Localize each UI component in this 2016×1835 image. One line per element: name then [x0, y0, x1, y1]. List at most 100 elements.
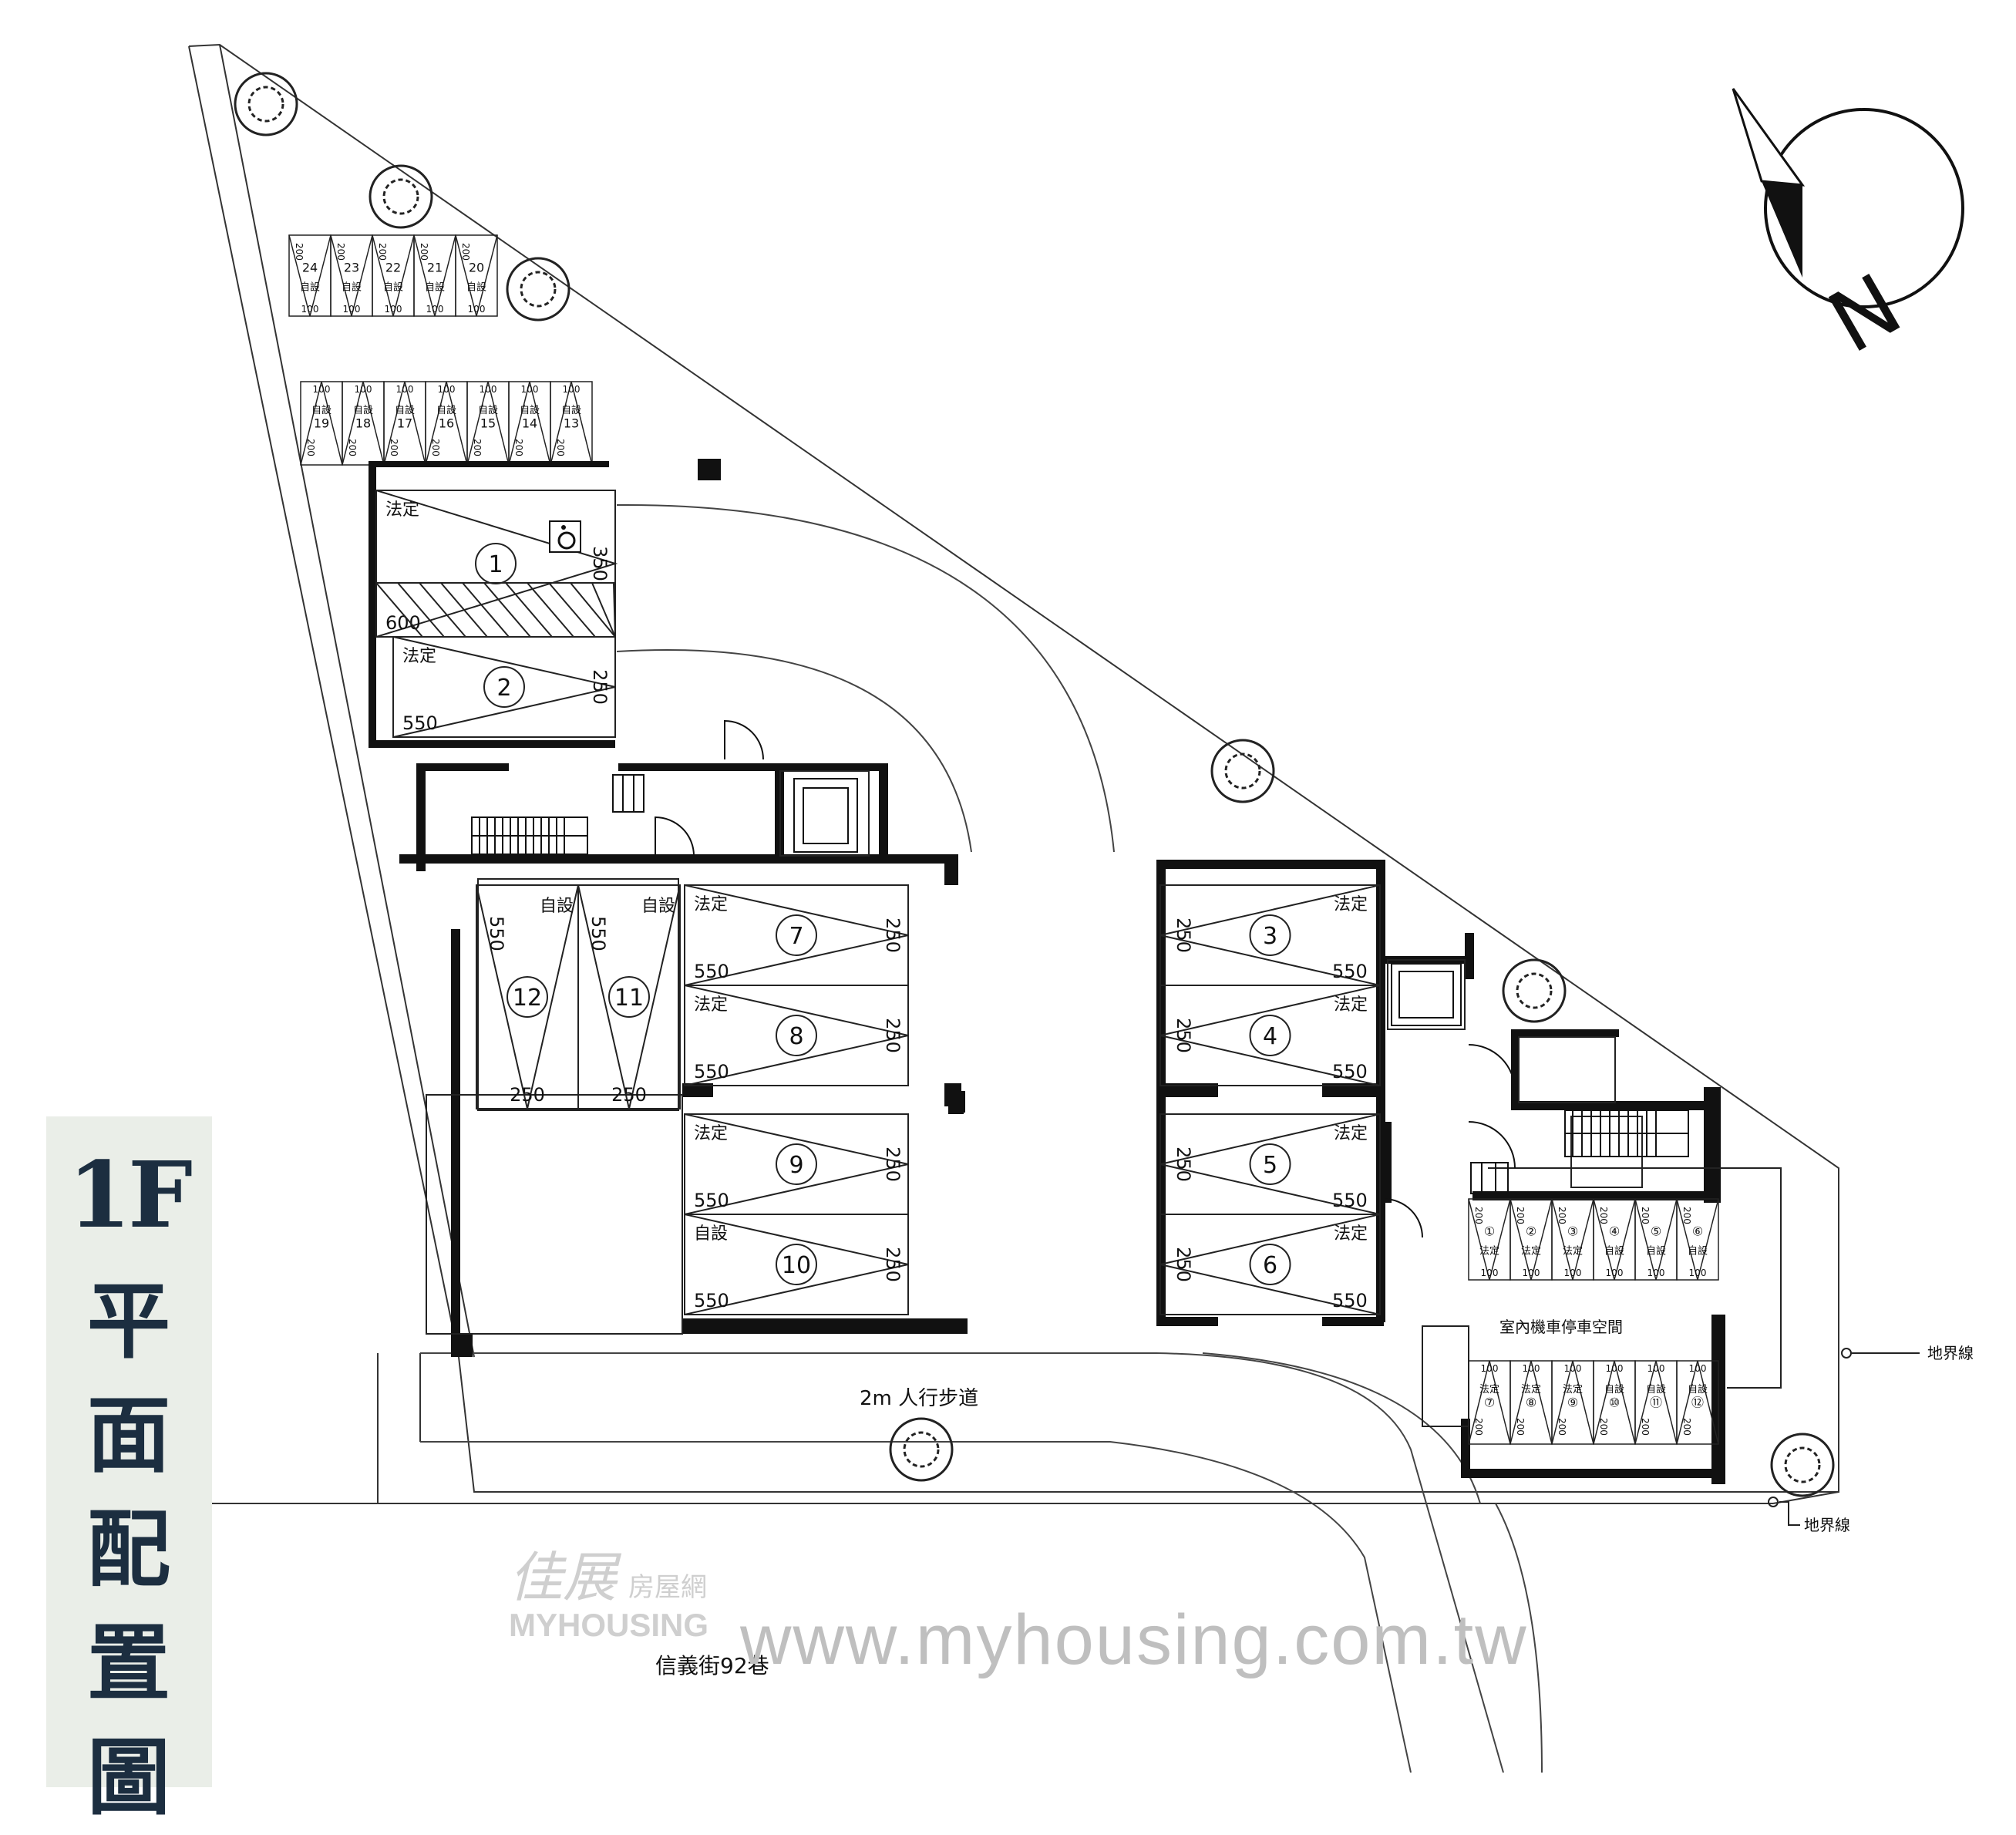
- moto-width: 100: [396, 384, 414, 395]
- car-space-marking: [1159, 985, 1381, 1086]
- space-number: 1: [488, 551, 503, 578]
- moto-type: 自設: [1604, 1244, 1624, 1257]
- moto-type: 法定: [1563, 1245, 1583, 1257]
- moto-number: ⑥: [1692, 1224, 1703, 1238]
- car-space-marking: [1159, 1214, 1381, 1315]
- tree-icon: [506, 257, 570, 322]
- space-number: 9: [789, 1152, 803, 1179]
- moto-length: 200: [513, 439, 524, 456]
- compass-ring: [1764, 108, 1964, 308]
- moto-number: 19: [314, 416, 329, 430]
- floor-plan: N 24自設10020023自設10020022自設10020021自設1002…: [188, 43, 1974, 1773]
- moto-number: 14: [522, 416, 537, 430]
- space-type: 自設: [540, 897, 574, 916]
- space-width: 250: [510, 1084, 545, 1106]
- car-space-marking: [577, 884, 681, 1109]
- moto-length: 200: [555, 439, 566, 456]
- space-type: 法定: [385, 500, 419, 520]
- space-type: 法定: [402, 647, 436, 666]
- moto-width: 100: [1523, 1268, 1540, 1278]
- space-number-ring: [1249, 1015, 1291, 1056]
- moto-row-outdoor-mid: 19自設10020018自設10020017自設10020016自設100200…: [300, 381, 593, 466]
- moto-room-label: 室內機車停車空間: [1499, 1318, 1623, 1336]
- door-icon: [655, 719, 1516, 1238]
- tree-icon: [234, 72, 298, 136]
- tree-icon: [369, 164, 433, 229]
- moto-row-outdoor-top: 24自設10020023自設10020022自設10020021自設100200…: [288, 234, 498, 317]
- moto-type: 自設: [1688, 1383, 1708, 1396]
- car-space-marking: [684, 1214, 909, 1315]
- moto-width: 100: [468, 304, 486, 315]
- building-outlines: [426, 770, 1782, 1427]
- street-name: 信義街92巷: [655, 1653, 769, 1678]
- moto-length: 200: [1515, 1418, 1526, 1436]
- moto-width: 100: [301, 304, 319, 315]
- moto-number: 22: [385, 260, 401, 274]
- space-number-ring: [776, 1244, 817, 1285]
- moto-length: 200: [430, 439, 441, 456]
- moto-length: 200: [1473, 1207, 1484, 1224]
- floor-label: 1F: [68, 1141, 193, 1248]
- moto-type: 自設: [478, 404, 498, 416]
- space-length: 550: [694, 1190, 729, 1211]
- space-length: 550: [1332, 1290, 1368, 1311]
- moto-width: 100: [343, 304, 361, 315]
- moto-type: 自設: [300, 281, 320, 293]
- tree-icon: [1502, 958, 1567, 1023]
- moto-number: 18: [355, 416, 371, 430]
- space-type: 法定: [1334, 995, 1368, 1015]
- moto-length: 200: [1598, 1418, 1609, 1436]
- space-width: 350: [589, 546, 611, 581]
- space-number: 2: [496, 675, 511, 702]
- moto-width: 100: [1481, 1268, 1499, 1278]
- space-number-ring: [776, 1143, 817, 1185]
- space-length: 550: [694, 1061, 729, 1082]
- space-length: 600: [385, 612, 421, 634]
- sidewalk-label: 2m 人行步道: [860, 1387, 978, 1410]
- space-number: 10: [782, 1252, 811, 1279]
- moto-length: 200: [1557, 1207, 1567, 1224]
- tree-icon: [1770, 1433, 1835, 1497]
- moto-width: 100: [1606, 1363, 1624, 1374]
- moto-length: 200: [389, 439, 399, 456]
- moto-number: ②: [1526, 1224, 1536, 1238]
- moto-width: 100: [1606, 1268, 1624, 1278]
- moto-length: 200: [1515, 1207, 1526, 1224]
- moto-number: ⑫: [1691, 1395, 1704, 1409]
- moto-width: 100: [355, 384, 372, 395]
- space-number: 11: [614, 985, 644, 1012]
- space-length: 550: [694, 1290, 729, 1311]
- moto-width: 100: [1647, 1268, 1665, 1278]
- space-type: 自設: [641, 897, 675, 916]
- moto-length: 200: [377, 243, 388, 261]
- space-width: 250: [1173, 1146, 1194, 1182]
- moto-length: 200: [1557, 1418, 1567, 1436]
- compass: N: [1732, 88, 1964, 372]
- moto-width: 100: [563, 384, 581, 395]
- space-type: 法定: [694, 895, 728, 914]
- space-number-ring: [1249, 914, 1291, 956]
- moto-number: 17: [397, 416, 412, 430]
- car-space-1: 1 法定 600 350: [375, 490, 618, 638]
- moto-length: 200: [1640, 1207, 1651, 1224]
- moto-number: 21: [427, 260, 443, 274]
- space-length: 550: [694, 961, 729, 982]
- moto-length: 200: [1681, 1418, 1692, 1436]
- space-type: 法定: [1334, 1124, 1368, 1143]
- moto-number: 15: [480, 416, 496, 430]
- car-space-marking: [375, 490, 618, 638]
- space-type: 法定: [694, 1124, 728, 1143]
- car-space-marking: [684, 884, 909, 986]
